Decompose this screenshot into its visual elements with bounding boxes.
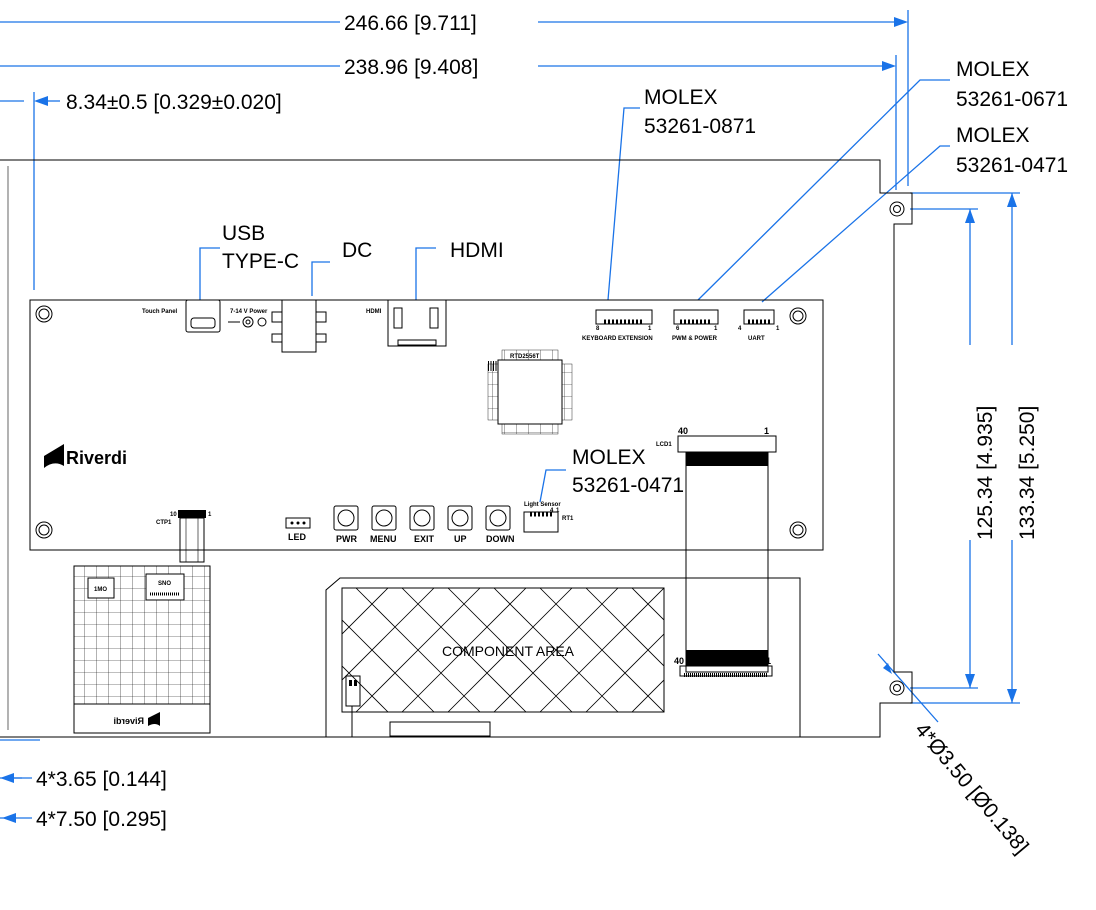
lcd-fpc-cable bbox=[677, 435, 777, 677]
power-label: 7-14 V Power bbox=[230, 309, 268, 315]
dimension-overall-width bbox=[0, 10, 909, 186]
uart-pin4: 4 bbox=[738, 326, 742, 332]
offset-label: 8.34±0.5 [0.329±0.020] bbox=[66, 91, 282, 114]
molex-kbd-callout-2: 53261-0871 bbox=[644, 115, 756, 138]
molex-pwm-callout-2: 53261-0671 bbox=[956, 88, 1068, 111]
hole-span-width-label: 238.96 [9.408] bbox=[344, 56, 478, 79]
component-area bbox=[325, 577, 801, 737]
molex-uart-callout-2: 53261-0471 bbox=[956, 154, 1068, 177]
chip-label: RTD2556T bbox=[510, 354, 540, 360]
kbd-pin1: 1 bbox=[648, 326, 652, 332]
pwm-pin1: 1 bbox=[714, 326, 718, 332]
molex-pwm-connector bbox=[673, 309, 719, 325]
overall-width-label: 246.66 [9.711] bbox=[344, 12, 477, 35]
hole-offset-large-label: 4*7.50 [0.295] bbox=[36, 808, 167, 831]
led-component bbox=[285, 517, 311, 529]
btn-up-label: UP bbox=[454, 534, 467, 544]
touch-panel-label: Touch Panel bbox=[142, 309, 178, 315]
riverdi-brand-mirrored: Riverdi bbox=[113, 716, 144, 726]
uart-pin1: 1 bbox=[776, 326, 780, 332]
component-area-label: COMPONENT AREA bbox=[442, 643, 575, 659]
tp-marker-2: SNO bbox=[158, 581, 171, 587]
overall-height-label: 133.34 [5.250] bbox=[1016, 406, 1039, 540]
fpc-pin1: 1 bbox=[766, 656, 771, 666]
dimension-overall-height bbox=[910, 192, 1020, 704]
hdmi-callout: HDMI bbox=[450, 239, 504, 262]
light-sensor-label: Light Sensor bbox=[524, 502, 561, 508]
molex-keyboard-connector bbox=[595, 309, 653, 325]
molex-pwm-callout-1: MOLEX bbox=[956, 58, 1030, 81]
molex-uart-connector bbox=[743, 309, 775, 325]
rt1-label: RT1 bbox=[562, 516, 574, 522]
dimension-hole-offsets bbox=[0, 739, 40, 823]
uart-label: UART bbox=[748, 336, 765, 342]
hole-diameter-label: 4*Ø3.50 [Ø0.138] bbox=[910, 718, 1033, 858]
kbd-pin8: 8 bbox=[596, 326, 600, 332]
hdmi-silk-label: HDMI bbox=[366, 309, 382, 315]
ctp-label: CTP1 bbox=[156, 520, 172, 526]
kbd-label: KEYBOARD EXTENSION bbox=[582, 336, 653, 342]
dimension-hole-diameter bbox=[877, 653, 939, 723]
hdmi-connector bbox=[387, 299, 447, 347]
btn-down-label: DOWN bbox=[486, 534, 515, 544]
btn-pwr-label: PWR bbox=[336, 534, 357, 544]
pwm-label: PWM & POWER bbox=[672, 336, 718, 342]
ctp-pin10: 10 bbox=[170, 512, 177, 518]
touch-panel-grid bbox=[73, 565, 211, 734]
molex-kbd-callout-1: MOLEX bbox=[644, 86, 718, 109]
molex-uart-callout-1: MOLEX bbox=[956, 124, 1030, 147]
dc-jack bbox=[228, 299, 327, 353]
ls-pin1: 1 bbox=[556, 508, 560, 514]
btn-exit-label: EXIT bbox=[414, 534, 435, 544]
dc-callout: DC bbox=[342, 239, 372, 262]
molex-light-callout-2: 53261-0471 bbox=[572, 474, 684, 497]
pwm-pin6: 6 bbox=[676, 326, 680, 332]
usb-callout-line1: USB bbox=[222, 222, 265, 245]
button-up bbox=[447, 505, 473, 531]
callout-leaders bbox=[199, 79, 950, 503]
riverdi-brand: Riverdi bbox=[66, 448, 127, 468]
ls-pin4: 4 bbox=[550, 508, 554, 514]
led-label: LED bbox=[288, 532, 307, 542]
hole-offset-small-label: 4*3.65 [0.144] bbox=[36, 768, 167, 791]
light-sensor-connector bbox=[523, 511, 559, 533]
button-exit bbox=[409, 505, 435, 531]
lcd-pin1: 1 bbox=[764, 426, 769, 436]
tp-marker-1: 1MO bbox=[94, 587, 107, 593]
ctp-connector bbox=[178, 510, 206, 563]
usb-c-connector bbox=[185, 299, 221, 333]
hole-span-height-label: 125.34 [4.935] bbox=[974, 406, 997, 540]
dimension-hole-span-height bbox=[910, 208, 978, 689]
fpc-pin40: 40 bbox=[674, 656, 684, 666]
button-menu bbox=[371, 505, 397, 531]
riverdi-logo-icon bbox=[44, 444, 64, 468]
button-pwr bbox=[333, 505, 359, 531]
usb-callout-line2: TYPE-C bbox=[222, 250, 299, 273]
dimension-offset bbox=[0, 92, 60, 290]
molex-light-callout-1: MOLEX bbox=[572, 446, 646, 469]
ctp-pin1: 1 bbox=[208, 512, 212, 518]
panel-outline bbox=[0, 159, 913, 738]
rtd-chip bbox=[487, 349, 573, 435]
dimension-hole-span-width bbox=[0, 55, 897, 190]
button-down bbox=[485, 505, 511, 531]
lcd-pin40: 40 bbox=[678, 426, 688, 436]
lcd-label: LCD1 bbox=[656, 442, 672, 448]
btn-menu-label: MENU bbox=[370, 534, 397, 544]
